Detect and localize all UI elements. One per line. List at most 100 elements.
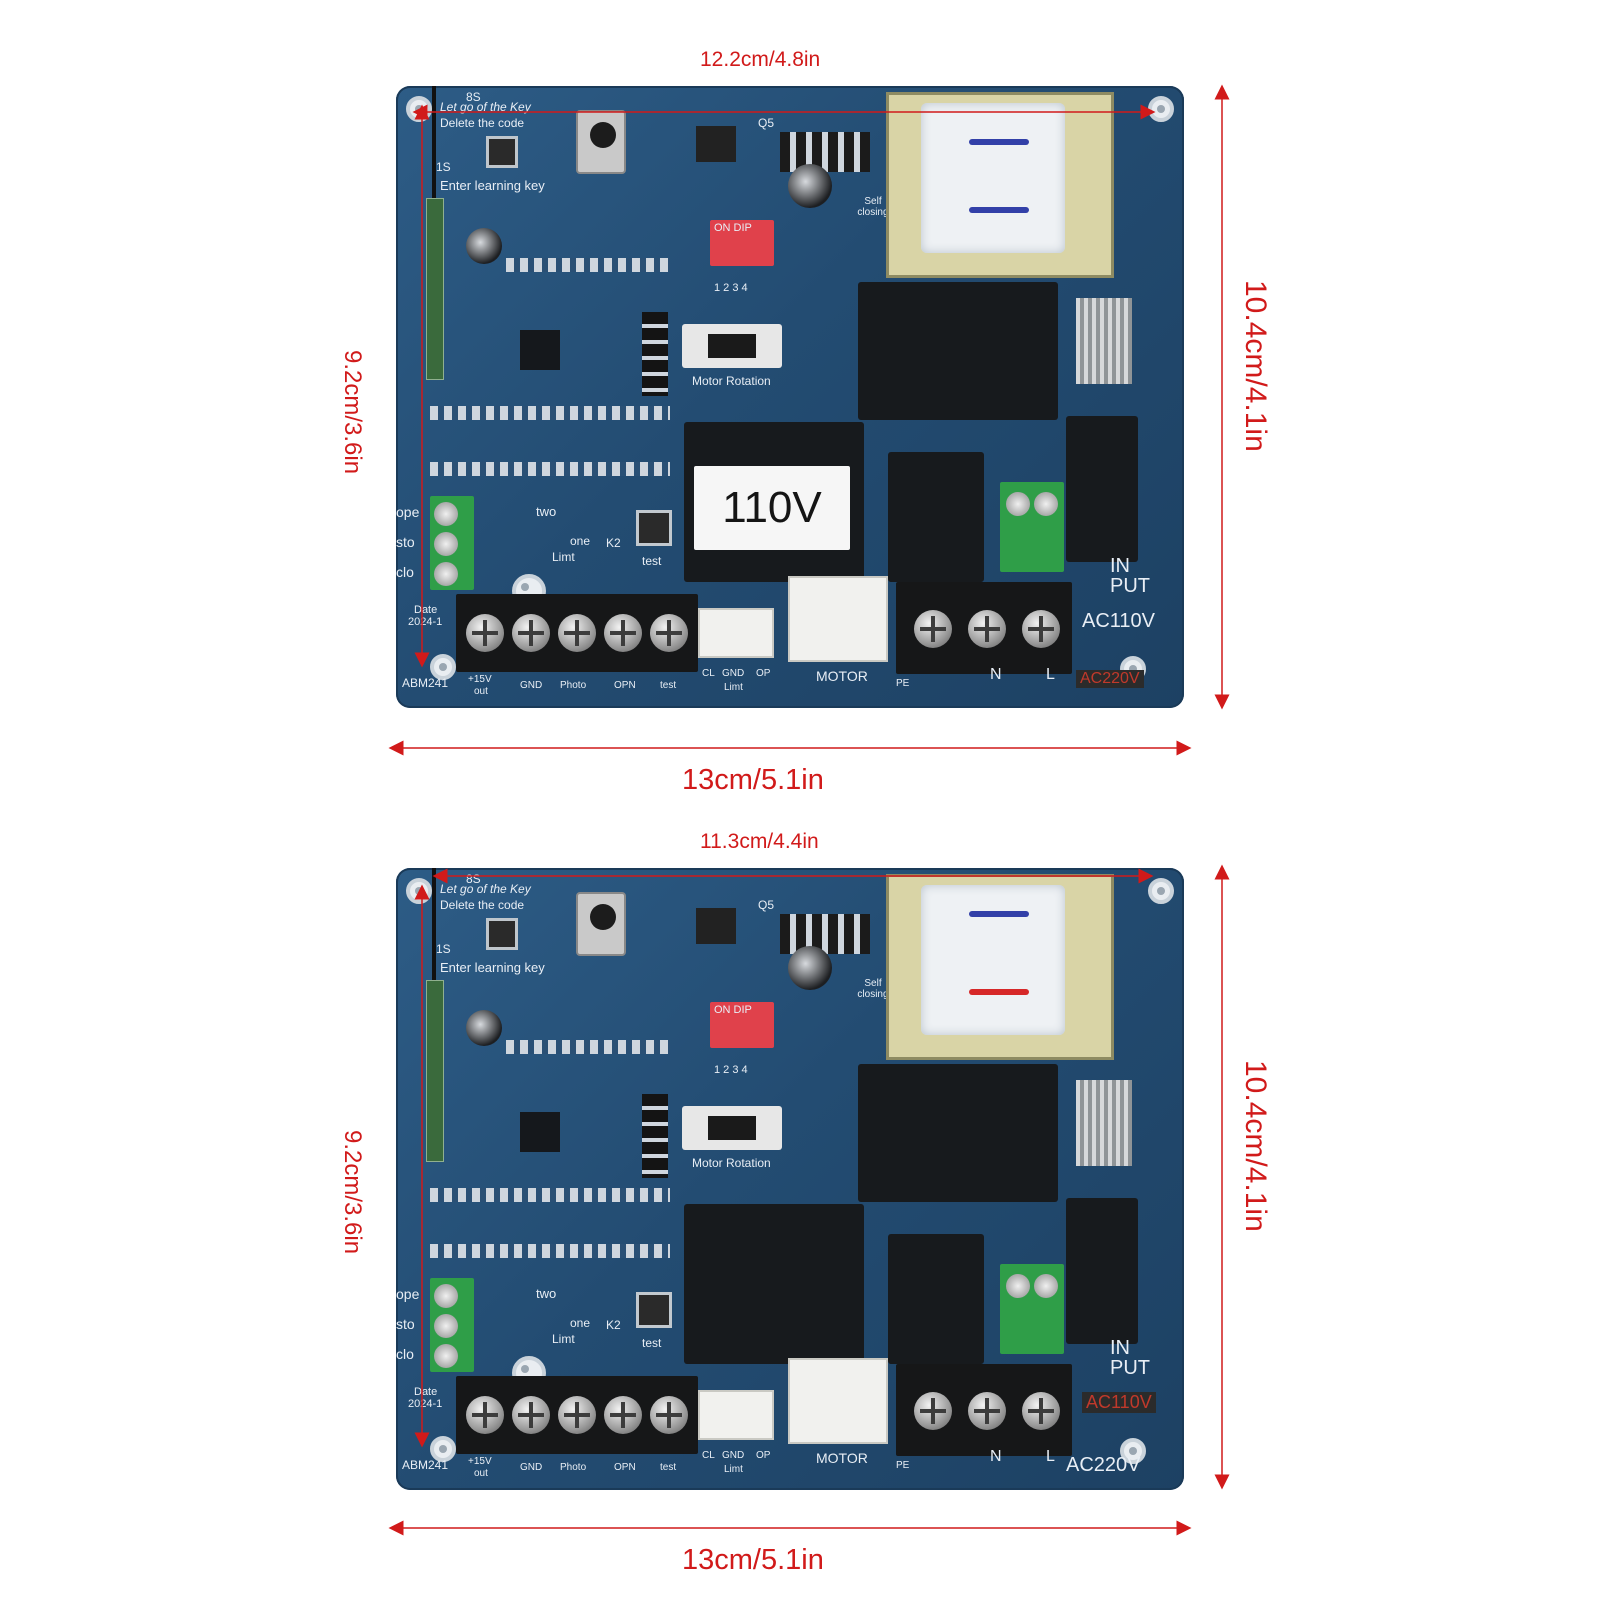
relay	[684, 1204, 864, 1364]
dip-switch	[710, 1002, 774, 1048]
silk-gnd: GND	[520, 680, 543, 691]
voltage-sticker: 110V	[694, 466, 850, 550]
silk-motor: MOTOR	[816, 1450, 868, 1466]
silk-limt2: Limt	[724, 1464, 743, 1475]
relay	[1066, 416, 1138, 562]
motor-rotation-switch	[682, 1106, 782, 1150]
silk-1s: 1S	[436, 160, 451, 174]
dimension-lines	[388, 84, 1230, 756]
silk-n: N	[990, 666, 1002, 683]
diode-array	[780, 914, 870, 954]
silk-open: ope	[396, 504, 420, 520]
header-pins	[642, 1094, 668, 1178]
silk-test: test	[642, 1336, 662, 1350]
silk-test: test	[642, 554, 662, 568]
silk-n: N	[990, 1448, 1002, 1465]
silk-test2: test	[660, 1462, 677, 1473]
silk-delete-code: Delete the code	[440, 898, 525, 912]
silk-photo: Photo	[560, 1462, 587, 1473]
silk-op: OP	[756, 1450, 771, 1461]
test-button	[636, 1292, 672, 1328]
silk-gnd2: GND	[722, 1450, 745, 1461]
silk-15v: +15V	[468, 1456, 492, 1467]
silk-l: L	[1046, 1448, 1055, 1465]
control-terminal-green	[430, 496, 474, 590]
silk-pe: PE	[896, 678, 910, 689]
capacitor	[788, 164, 832, 208]
learn-button	[486, 136, 518, 168]
relay	[858, 282, 1058, 420]
overall-width-label: 13cm/5.1in	[682, 764, 824, 796]
input-terminal-green	[1000, 1264, 1064, 1354]
overall-width-label: 13cm/5.1in	[682, 1544, 824, 1576]
antenna-wire	[432, 86, 436, 200]
silk-pe: PE	[896, 1460, 910, 1471]
silk-limt2: Limt	[724, 682, 743, 693]
inner-height-label: 9.2cm/3.6in	[339, 1130, 366, 1255]
mounting-hole	[1120, 1438, 1146, 1464]
silk-stop: sto	[396, 1316, 415, 1332]
limit-connector	[698, 1390, 774, 1440]
silk-input: IN PUT	[1110, 555, 1150, 597]
silk-ac110: AC110V	[1082, 610, 1156, 632]
silk-close: clo	[396, 564, 414, 580]
silk-gnd: GND	[520, 1462, 543, 1473]
inner-height-label: 9.2cm/3.6in	[339, 350, 366, 475]
motor-connector	[788, 1358, 888, 1444]
mounting-hole	[430, 654, 456, 680]
silk-self-closing: Self closing	[857, 196, 889, 218]
transformer	[886, 874, 1114, 1060]
silk-1s: 1S	[436, 942, 451, 956]
silk-cl: CL	[702, 668, 715, 679]
silk-l: L	[1046, 666, 1055, 683]
relay	[888, 452, 984, 582]
smd-row	[506, 258, 670, 272]
screw-terminal-block	[456, 1376, 698, 1454]
silk-delete-code: Delete the code	[440, 116, 525, 130]
silk-ac220: AC220V	[1066, 1454, 1141, 1476]
silk-op: OP	[756, 668, 771, 679]
silk-opn: OPN	[614, 680, 636, 691]
silk-motor-rotation: Motor Rotation	[692, 374, 771, 388]
silk-opn: OPN	[614, 1462, 636, 1473]
silk-ac220: AC220V	[1076, 670, 1144, 688]
silk-model: ABM241	[402, 676, 449, 690]
antenna-wire	[432, 868, 436, 982]
silk-dip-numbers: 1 2 3 4	[714, 1064, 748, 1076]
width-dimension-label: 11.3cm/4.4in	[700, 830, 819, 853]
relay	[1066, 1198, 1138, 1344]
smd-row	[430, 462, 670, 476]
silk-gnd2: GND	[722, 668, 745, 679]
smd-row	[430, 1244, 670, 1258]
silk-close: clo	[396, 1346, 414, 1362]
control-terminal-green	[430, 1278, 474, 1372]
smd-row	[430, 1188, 670, 1202]
silk-on-dip: ON DIP	[714, 1004, 752, 1016]
dip-switch	[710, 220, 774, 266]
capacitor	[466, 228, 502, 264]
silk-two: two	[536, 504, 557, 519]
silk-motor-rotation: Motor Rotation	[692, 1156, 771, 1170]
silk-two: two	[536, 1286, 557, 1301]
heatsink	[1076, 1080, 1132, 1166]
silk-let-go: Let go of the Key	[440, 882, 531, 896]
silk-open: ope	[396, 1286, 420, 1302]
heatsink	[1076, 298, 1132, 384]
microcontroller	[520, 1112, 560, 1152]
silk-photo: Photo	[560, 680, 587, 691]
smd-row	[506, 1040, 670, 1054]
dimension-lines	[388, 864, 1230, 1536]
silk-out: out	[474, 686, 488, 697]
silk-one: one	[570, 534, 591, 548]
height-label: 10.4cm/4.1in	[1239, 280, 1272, 452]
silk-k2: K2	[606, 536, 621, 550]
silk-cl: CL	[702, 1450, 715, 1461]
silk-out: out	[474, 1468, 488, 1479]
learn-button	[486, 918, 518, 950]
pcb-board: 8S Let go of the Key Delete the code 1S …	[396, 868, 1184, 1490]
regulator-chip	[696, 126, 736, 162]
silk-k2: K2	[606, 1318, 621, 1332]
transformer	[886, 92, 1114, 278]
silk-on-dip: ON DIP	[714, 222, 752, 234]
silk-motor: MOTOR	[816, 668, 868, 684]
